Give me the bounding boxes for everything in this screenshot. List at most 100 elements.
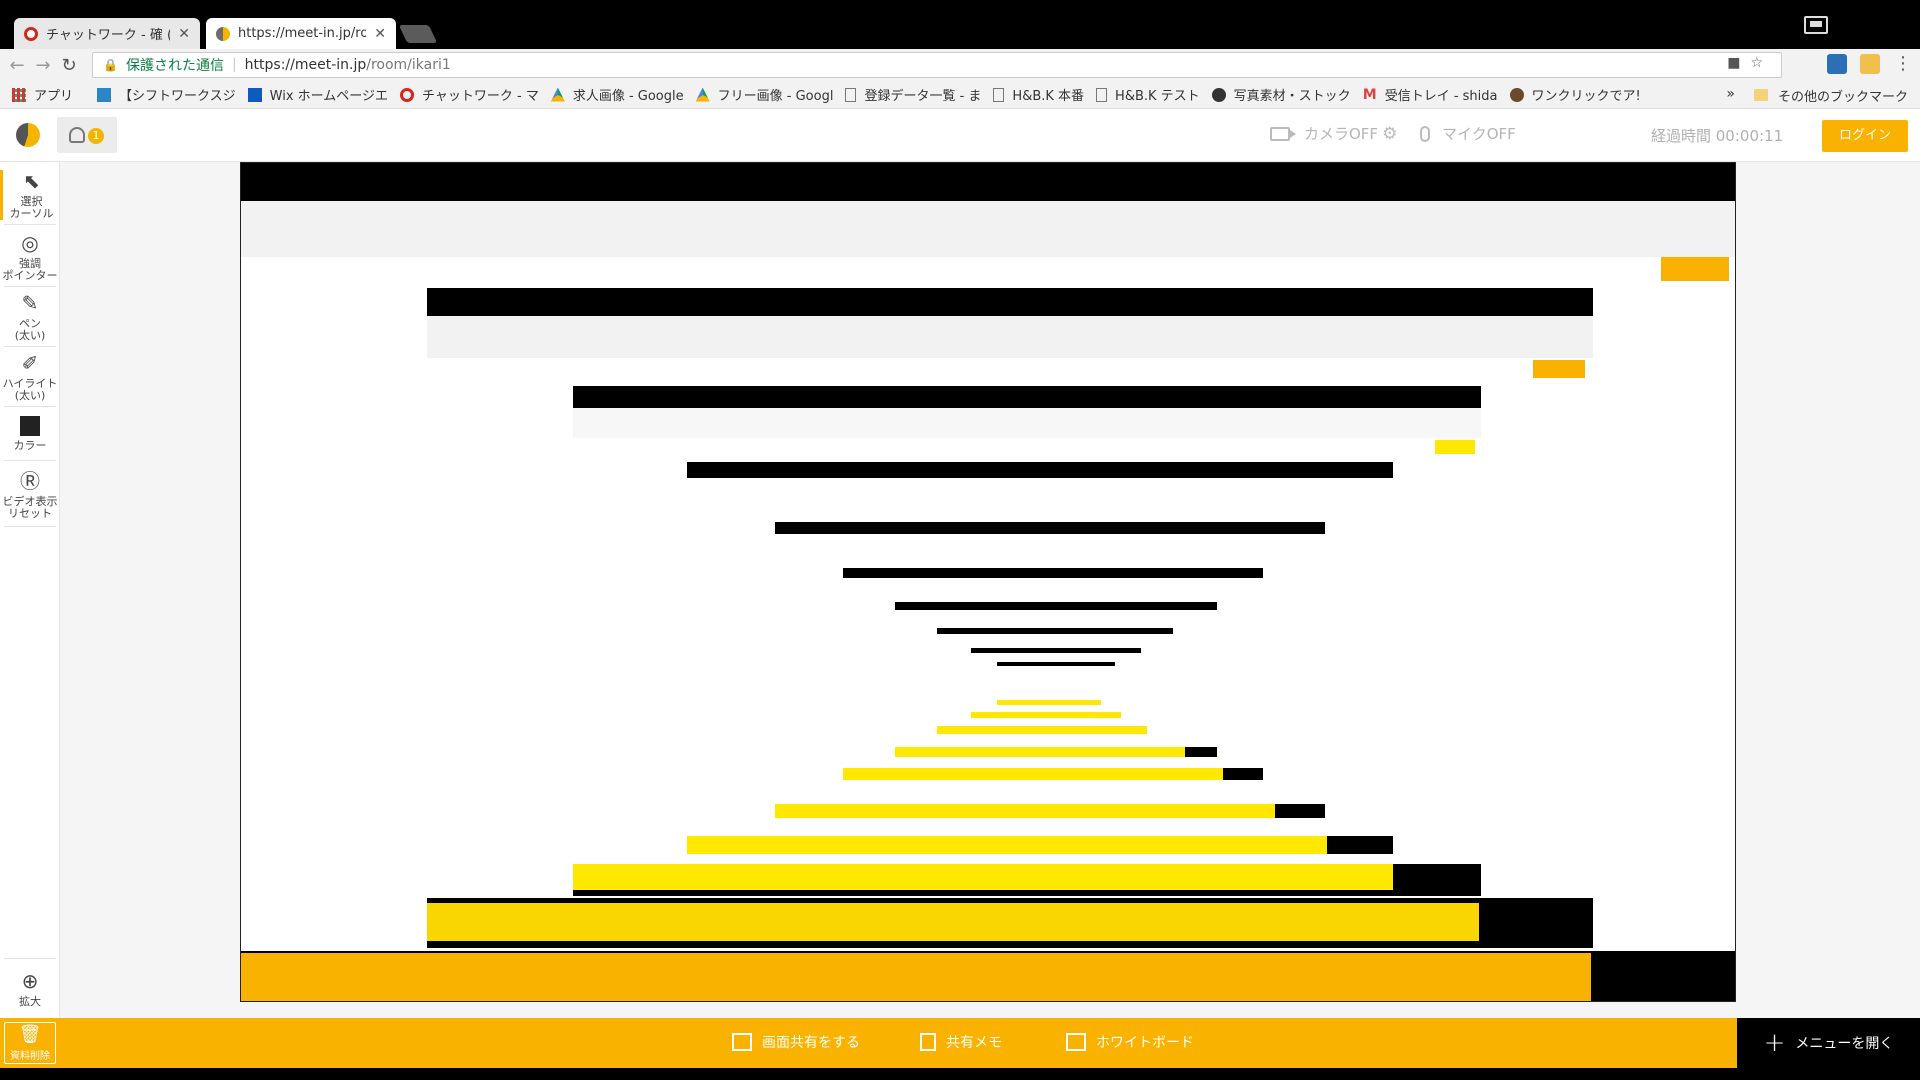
tool-label: ハイライト (太い) — [2, 377, 58, 402]
whiteboard-icon — [1066, 1033, 1086, 1051]
chatwork-icon — [24, 26, 38, 41]
extension-icon[interactable] — [1827, 54, 1847, 74]
zoom-button[interactable]: ⊕ 拡大 — [0, 970, 60, 1008]
plus-icon: + — [1763, 1028, 1786, 1058]
whiteboard-label: ホワイトボード — [1096, 1035, 1194, 1051]
share-screen-button[interactable]: 画面共有をする — [732, 1032, 860, 1052]
bookmark-item[interactable]: Wix ホームページエ — [247, 85, 388, 104]
login-button[interactable]: ログイン — [1822, 120, 1908, 152]
bookmark-item[interactable]: フリー画像 - Googl — [695, 85, 834, 104]
gear-icon[interactable]: ⚙ — [1382, 123, 1398, 144]
tool-pointer[interactable]: ◎ 強調 ポインター — [0, 232, 60, 282]
bookmark-item[interactable]: チャットワーク - マ — [400, 85, 539, 104]
tool-video-reset[interactable]: Ⓡ ビデオ表示 リセット — [0, 470, 60, 520]
folder-icon — [1753, 89, 1768, 101]
close-tab-icon[interactable]: ✕ — [374, 25, 386, 42]
bookmark-icon — [97, 87, 112, 102]
bookmark-item[interactable]: アプリ — [12, 85, 73, 104]
highlighter-icon: ✐ — [21, 351, 39, 375]
tool-rail: ⬉ 選択 カーソル ◎ 強調 ポインター ✎ ペン (太い) ✐ ハイライト (… — [0, 162, 60, 1018]
chatwork-icon — [400, 87, 414, 102]
window-icon[interactable] — [1804, 16, 1828, 34]
tool-color[interactable]: カラー — [0, 416, 60, 452]
tab-title: チャットワーク - 確 (計 — [46, 28, 170, 43]
tool-highlighter[interactable]: ✐ ハイライト (太い) — [0, 352, 60, 402]
bottom-strip — [0, 1068, 1920, 1080]
back-icon[interactable]: ← — [9, 54, 25, 76]
url-path: /room/ikari1 — [366, 57, 451, 73]
tool-pen[interactable]: ✎ ペン (太い) — [0, 292, 60, 342]
bookmark-label: ワンクリックでア! — [1531, 89, 1641, 104]
participants-button[interactable]: 1 — [57, 117, 117, 153]
bookmark-item[interactable]: M 受信トレイ - shida — [1362, 85, 1498, 105]
tool-label: 拡大 — [19, 995, 41, 1008]
new-tab-button[interactable] — [398, 25, 438, 43]
delete-label: 資料削除 — [10, 1051, 50, 1062]
star-icon[interactable]: ☆ — [1750, 55, 1773, 71]
nested-menu-button — [1591, 953, 1735, 1001]
bookmark-label: Wix ホームページエ — [269, 89, 388, 104]
mic-label: マイクOFF — [1442, 125, 1516, 143]
url-text: https://meet-in.jp/room/ikari1 — [245, 57, 451, 73]
browser-menu-icon[interactable]: ⋮ — [1894, 53, 1912, 74]
browser-tab-chatwork[interactable]: チャットワーク - 確 (計 ✕ — [14, 18, 200, 49]
tool-label: カラー — [13, 439, 47, 452]
bookmark-label: フリー画像 - Googl — [717, 89, 834, 104]
page-icon — [993, 87, 1005, 102]
divider — [4, 406, 56, 407]
camera-blocked-icon[interactable]: ■ — [1727, 55, 1751, 71]
memo-label: 共有メモ — [946, 1035, 1002, 1051]
bookmark-item[interactable]: 求人画像 - Google — [550, 85, 684, 104]
browser-tab-meetin[interactable]: https://meet-in.jp/roo ✕ — [206, 18, 396, 49]
app-header: 1 カメラOFF ⚙ マイクOFF 経過時間 00:00:11 ログイン — [0, 109, 1920, 162]
reload-icon[interactable]: ↻ — [61, 54, 77, 76]
tool-label: ペン (太い) — [14, 317, 46, 342]
gmail-icon: M — [1362, 86, 1377, 103]
divider — [4, 526, 56, 527]
open-menu-button[interactable]: + メニューを開く — [1737, 1018, 1920, 1068]
close-tab-icon[interactable]: ✕ — [178, 25, 190, 42]
bottom-bar: 🗑 資料削除 画面共有をする 共有メモ ホワイトボード + メニューを開く — [0, 1018, 1920, 1068]
shared-memo-button[interactable]: 共有メモ — [920, 1032, 1002, 1052]
video-reset-icon: Ⓡ — [20, 469, 40, 493]
bookmark-item[interactable]: H&B.K 本番 — [993, 85, 1084, 104]
meetin-icon — [216, 26, 230, 41]
whiteboard-button[interactable]: ホワイトボード — [1066, 1032, 1194, 1052]
nested-frame — [241, 163, 1735, 1001]
camera-toggle[interactable]: カメラOFF ⚙ — [1270, 123, 1397, 144]
delete-document-button[interactable]: 🗑 資料削除 — [4, 1022, 56, 1064]
camera-icon — [1270, 126, 1296, 141]
divider — [4, 958, 56, 959]
other-bookmarks-folder[interactable]: その他のブックマーク — [1753, 81, 1908, 109]
divider — [4, 346, 56, 347]
photo-icon — [1211, 87, 1226, 102]
screen-share-icon — [732, 1033, 752, 1051]
shared-screen[interactable] — [240, 162, 1736, 1002]
tool-label: 強調 ポインター — [2, 257, 58, 282]
elapsed-time: 経過時間 00:00:11 — [1651, 127, 1784, 145]
meetin-logo — [16, 123, 40, 147]
bookmark-label: 求人画像 - Google — [572, 89, 684, 104]
tool-select-cursor[interactable]: ⬉ 選択 カーソル — [0, 170, 60, 220]
tool-label: ビデオ表示 リセット — [2, 495, 58, 520]
mic-toggle[interactable]: マイクOFF — [1420, 123, 1516, 144]
page-icon — [1096, 87, 1108, 102]
bookmark-label: チャットワーク - マ — [422, 89, 539, 104]
bookmark-item[interactable]: 写真素材・ストック — [1211, 85, 1351, 104]
bookmark-label: 【シフトワークスジ — [119, 89, 236, 104]
bookmark-label: 受信トレイ - shida — [1384, 89, 1498, 104]
url-host: https://meet-in.jp — [244, 57, 367, 73]
person-icon — [69, 127, 85, 143]
divider — [4, 460, 56, 461]
extension-icon[interactable] — [1860, 54, 1880, 74]
bookmark-item[interactable]: 登録データ一覧 - ま — [845, 85, 981, 104]
bookmark-item[interactable]: ワンクリックでア! — [1509, 85, 1641, 104]
zoom-in-icon: ⊕ — [21, 969, 39, 993]
trash-icon: 🗑 — [18, 1024, 42, 1045]
bookmark-item[interactable]: 【シフトワークスジ — [97, 85, 236, 104]
bookmark-item[interactable]: H&B.K テスト — [1096, 85, 1200, 104]
forward-icon[interactable]: → — [35, 54, 51, 76]
color-swatch-icon — [20, 416, 40, 436]
more-bookmarks-icon[interactable]: » — [1726, 86, 1735, 102]
address-bar[interactable]: 🔒 保護された通信 | https://meet-in.jp/room/ikar… — [92, 52, 1782, 78]
